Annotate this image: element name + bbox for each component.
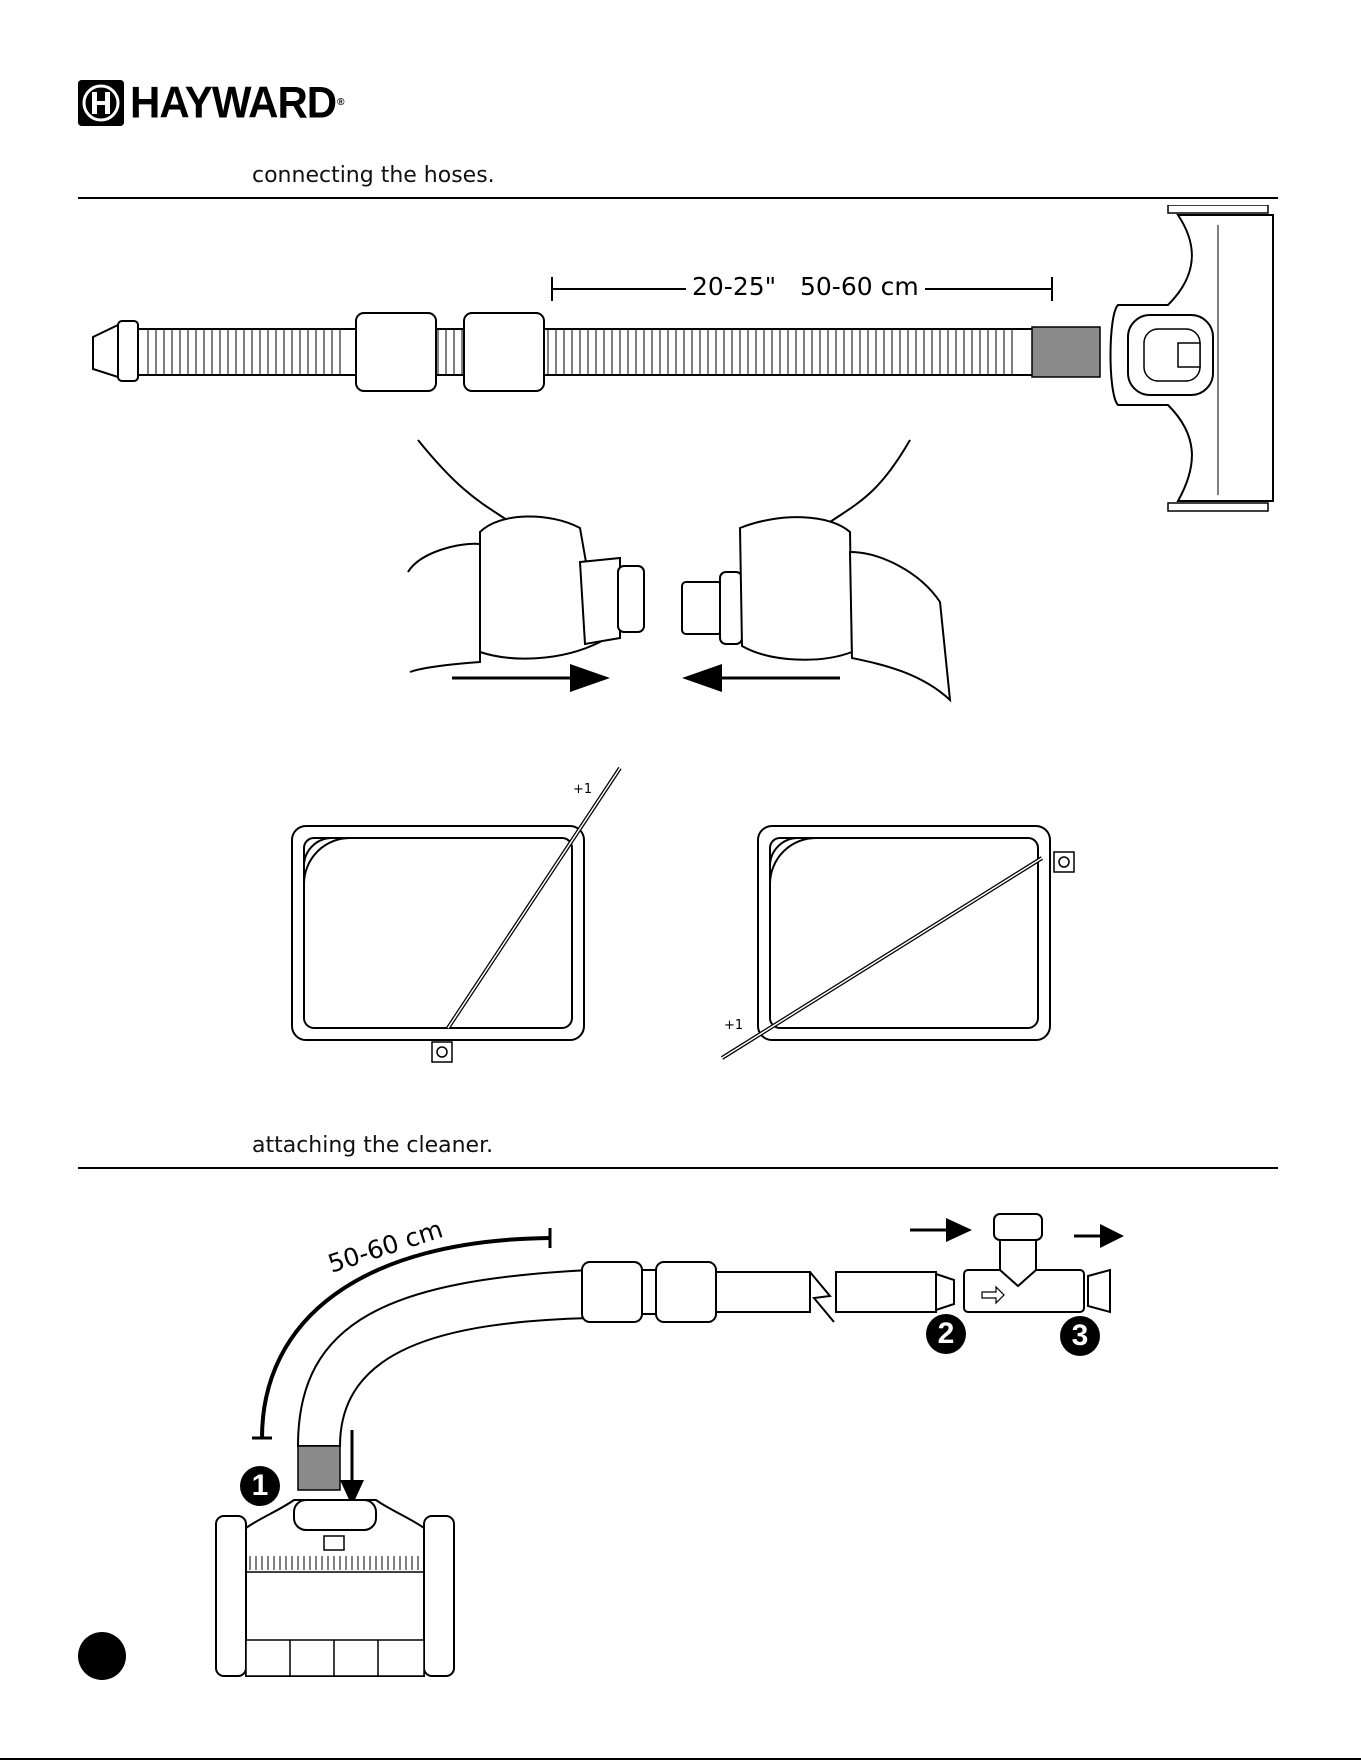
brand-name: HAYWARD® [130,79,344,127]
step-2-badge: 2 [926,1314,966,1354]
section-title-connecting-hoses: connecting the hoses. [252,163,495,188]
section-divider [78,1167,1278,1169]
hose-length-dimension: 20-25" 50-60 cm [686,272,925,301]
hayward-logo: HAYWARD® [78,80,344,126]
hayward-h-icon [78,80,124,126]
step-1-badge: 1 [240,1466,280,1506]
pool-diagram-right [718,762,1078,1072]
hands-joining-hoses-figure [400,432,960,712]
section-title-attaching-cleaner: attaching the cleaner. [252,1133,493,1158]
footer-divider [0,1758,1361,1760]
pool-diagram-left [288,762,628,1072]
pole-length-label-right: +1 [724,1018,743,1033]
pole-length-label-left: +1 [573,782,592,797]
step-3-badge: 3 [1060,1316,1100,1356]
section-divider [78,197,1278,199]
page-marker [78,1632,126,1680]
